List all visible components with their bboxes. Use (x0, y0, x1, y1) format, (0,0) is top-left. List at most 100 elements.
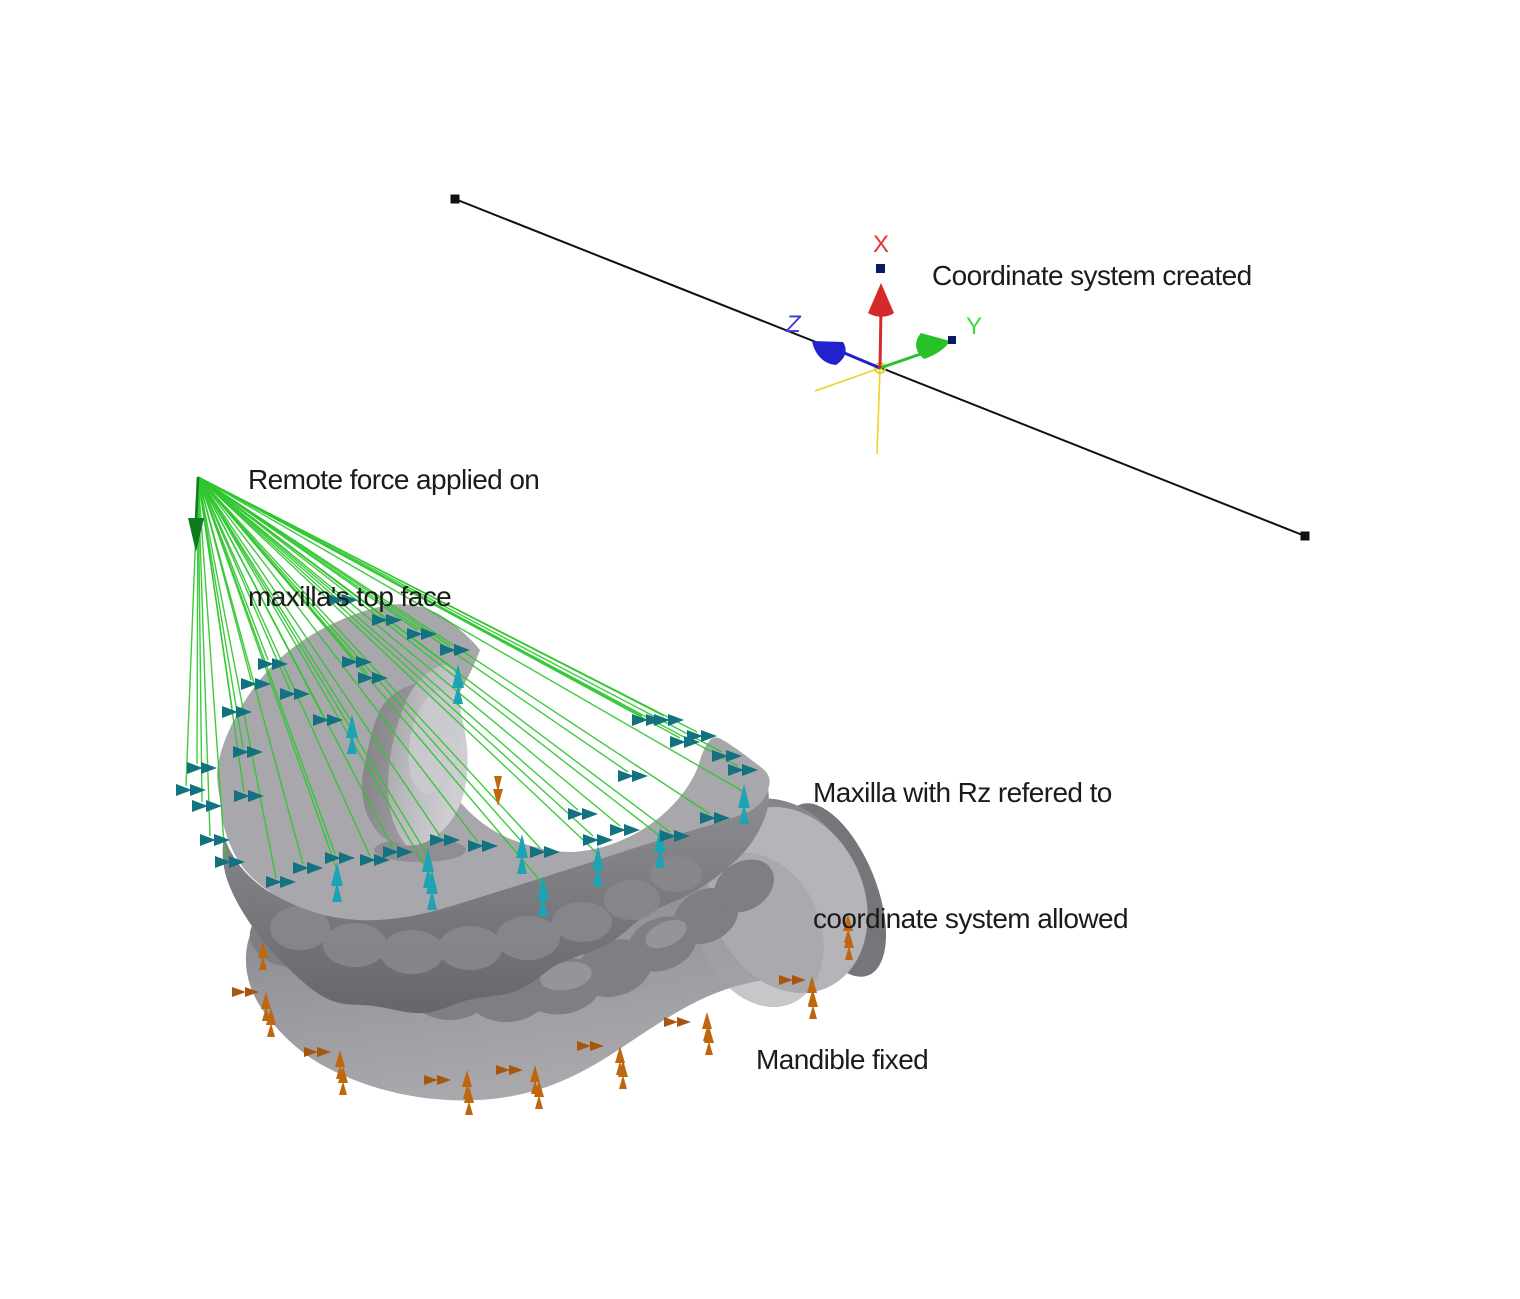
bc-arrow-teal (632, 770, 648, 782)
coordinate-triad: X Y Z (785, 231, 982, 455)
bc-arrow-orange (424, 1075, 438, 1085)
bc-arrow-orange-up (843, 914, 853, 931)
bc-arrow-teal (356, 656, 372, 668)
bc-arrow-teal (670, 736, 686, 748)
z-axis-shaft (841, 350, 881, 370)
force-line (197, 476, 479, 843)
force-arrow-head (188, 518, 204, 552)
y-axis-label: Y (966, 313, 982, 340)
bc-arrow-orange-up (808, 990, 818, 1007)
force-line (197, 476, 441, 837)
bc-arrow-teal (386, 614, 402, 626)
bc-arrow-orange (677, 1017, 691, 1027)
bc-arrow-orange-down (493, 789, 503, 806)
bc-arrow-orange-up (262, 1007, 270, 1021)
bc-arrow-teal (293, 862, 309, 874)
bc-arrow-teal (714, 812, 730, 824)
bc-arrow-teal-up (346, 714, 358, 738)
bc-arrow-teal-up (538, 896, 548, 916)
bc-arrow-teal (280, 688, 296, 700)
bc-arrow-teal (325, 852, 341, 864)
bc-arrow-teal (618, 770, 634, 782)
remote-force-arrow (188, 476, 204, 552)
bc-arrow-teal-up (332, 882, 342, 902)
x-axis-label: X (873, 231, 889, 258)
bc-arrow-teal (712, 750, 728, 762)
force-component-arrows (176, 594, 758, 916)
z-axis-cone (812, 341, 846, 365)
bc-arrow-teal-up (347, 734, 357, 754)
bc-arrow-teal-up (739, 804, 749, 824)
bc-arrow-teal (421, 628, 437, 640)
maxilla-annotation: Maxilla with Rz refered to coordinate sy… (813, 688, 1129, 1024)
bc-arrow-orange-up (335, 1050, 345, 1067)
bc-arrow-teal-up (537, 876, 549, 900)
bc-arrow-teal (339, 852, 355, 864)
bc-arrow-teal (328, 594, 344, 606)
bc-arrow-teal (241, 678, 257, 690)
edge-endpoint-marker (1300, 531, 1310, 541)
bc-arrow-teal (674, 830, 690, 842)
bc-arrow-orange-up (704, 1026, 714, 1043)
x-axis-shaft (878, 307, 883, 369)
force-line (197, 476, 353, 723)
bc-arrow-teal (700, 812, 716, 824)
bc-arrow-teal (190, 784, 206, 796)
bc-arrow-teal (272, 658, 288, 670)
bc-arrow-orange-up (258, 941, 268, 958)
triad-guide-down (876, 367, 881, 455)
bc-arrow-orange (245, 987, 259, 997)
bc-arrow-teal (342, 594, 358, 606)
force-line (197, 476, 211, 837)
maxilla-top-face (217, 604, 770, 921)
remote-force-line1: Remote force applied on (248, 464, 540, 495)
bc-arrow-teal (215, 856, 231, 868)
force-line (197, 476, 244, 749)
triad-guide-left (814, 367, 881, 392)
bc-arrow-orange-up (530, 1065, 540, 1082)
force-arrow-shaft (194, 476, 200, 521)
force-line (197, 476, 277, 879)
bc-arrow-teal-up (422, 848, 434, 872)
bc-arrow-orange-down (494, 776, 502, 792)
bc-arrow-teal (444, 834, 460, 846)
force-line (197, 476, 226, 859)
dental-cast-model (217, 604, 887, 1101)
bc-arrow-orange (590, 1041, 604, 1051)
force-line (197, 476, 594, 837)
bc-arrow-orange-up (259, 956, 267, 970)
bc-arrow-teal (234, 790, 250, 802)
bc-arrow-teal (468, 840, 484, 852)
bc-arrow-teal (222, 706, 238, 718)
bc-arrow-teal (454, 644, 470, 656)
bc-arrow-orange (437, 1075, 451, 1085)
x-axis-cone (868, 283, 894, 317)
force-line (197, 476, 621, 827)
bc-arrow-orange (317, 1047, 331, 1057)
bc-arrow-orange-up (807, 976, 817, 993)
bc-arrow-teal (440, 644, 456, 656)
force-line (197, 476, 723, 753)
maxilla-line1: Maxilla with Rz refered to (813, 777, 1112, 808)
bc-arrow-orange (577, 1041, 591, 1051)
bc-arrow-teal-up (453, 684, 463, 704)
bc-arrow-teal (660, 830, 676, 842)
force-line (197, 476, 629, 773)
maxilla-line2: coordinate system allowed (813, 903, 1129, 934)
bc-arrow-teal (200, 834, 216, 846)
coordinate-system-annotation: Coordinate system created (932, 260, 1252, 291)
bc-arrow-teal (236, 706, 252, 718)
y-axis-marker (948, 336, 956, 344)
force-line (197, 476, 745, 793)
bc-arrow-orange-up (267, 1023, 275, 1037)
bc-arrow-teal (582, 808, 598, 820)
edge-endpoint-marker (450, 194, 460, 204)
bc-arrow-teal (383, 846, 399, 858)
bc-arrow-teal (583, 834, 599, 846)
bc-arrow-teal (742, 764, 758, 776)
bc-arrow-teal-up (593, 866, 603, 886)
bc-arrow-orange (304, 1047, 318, 1057)
y-axis-cone (916, 333, 950, 359)
force-line (197, 476, 304, 865)
